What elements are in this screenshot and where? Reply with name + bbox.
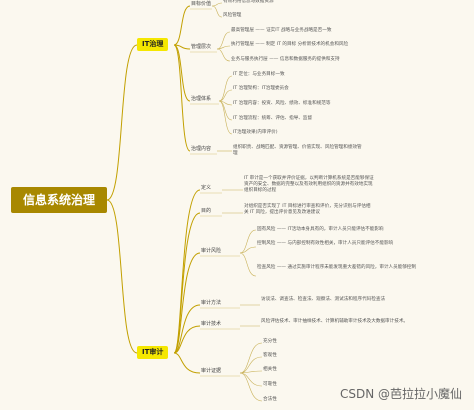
branch-governance-content[interactable]: 治理内容 — [191, 146, 212, 152]
leaf-item: IT 定位：与业务目标一致 — [233, 72, 285, 77]
leaf-item: 最高管理层 —— 证实IT 战略与业务战略是否一致 — [231, 28, 332, 33]
leaf-item: 控制风险 —— 与内部控制有效性相关，审计人员只能评估不能影响 — [257, 241, 394, 246]
leaf-item: 合法性 — [263, 397, 277, 402]
leaf-item: 有效利用信息与数据资源 — [223, 0, 274, 4]
leaf-item: 固有风险 —— IT活动本身具有的，审计人员只能评估不能影响 — [257, 227, 384, 232]
leaf-item: 风险管理 — [223, 13, 242, 18]
branch-management-levels[interactable]: 管理层次 — [191, 44, 212, 50]
branch-audit-techniques[interactable]: 审计技术 — [201, 321, 222, 327]
branch-purpose[interactable]: 目的 — [201, 208, 212, 214]
leaf-item: 组织职责、战略匹配、资源管理、价值实现、风险管理和绩效管理 — [233, 145, 362, 157]
watermark: CSDN @芭拉拉小魔仙 — [339, 387, 462, 401]
branch-audit-evidence[interactable]: 审计证据 — [201, 368, 222, 374]
leaf-item: 业务与服务执行层 —— 信息和数据服务的提供和支持 — [231, 57, 340, 62]
leaf-item: 检查风险 —— 通过实施审计程序未能发现重大差错的风险，审计人员能够控制 — [257, 265, 417, 270]
leaf-item: IT治理效果(内审评价) — [233, 130, 278, 135]
branch-goal-value[interactable]: 目标价值 — [191, 1, 212, 7]
leaf-item: IT 治理内容：投资、风险、绩效、标准和规范等 — [233, 101, 331, 106]
leaf-item: 访谈法、调查法、检查法、观察法、测试法和程序代码检查法 — [261, 297, 386, 302]
branch-governance-system[interactable]: 治理体系 — [191, 96, 212, 102]
branch-audit-methods[interactable]: 审计方法 — [201, 300, 222, 306]
branch-definition[interactable]: 定义 — [201, 185, 212, 191]
topic-it-audit[interactable]: IT审计 — [137, 346, 169, 359]
leaf-item: 相关性 — [263, 367, 277, 372]
leaf-item: 执行管理层 —— 制定 IT 的目标 分析新技术的机会和风险 — [231, 42, 349, 47]
leaf-item: 充分性 — [263, 339, 277, 344]
leaf-item: 可靠性 — [263, 382, 277, 387]
leaf-item: IT 审计是一个获取并评价证据，以判断计算机系统是否能够保证资产的安全、数据的完… — [244, 176, 374, 194]
leaf-item: 对组织是否实现了 IT 目标进行审查和评价，充分识别与评估相关 IT 风险，提出… — [244, 204, 371, 216]
root-node[interactable]: 信息系统治理 — [11, 187, 107, 213]
leaf-item: IT 治理流程：统筹、评估、指导、监督 — [233, 116, 313, 121]
branch-audit-risk[interactable]: 审计风险 — [201, 248, 222, 254]
leaf-item: IT 治理架构：IT治理委员会 — [233, 86, 289, 91]
topic-it-governance[interactable]: IT治理 — [137, 38, 169, 51]
leaf-item: 客观性 — [263, 353, 277, 358]
leaf-item: 风险评估技术、审计抽样技术、计算机辅助审计技术及大数据审计技术。 — [261, 319, 409, 324]
